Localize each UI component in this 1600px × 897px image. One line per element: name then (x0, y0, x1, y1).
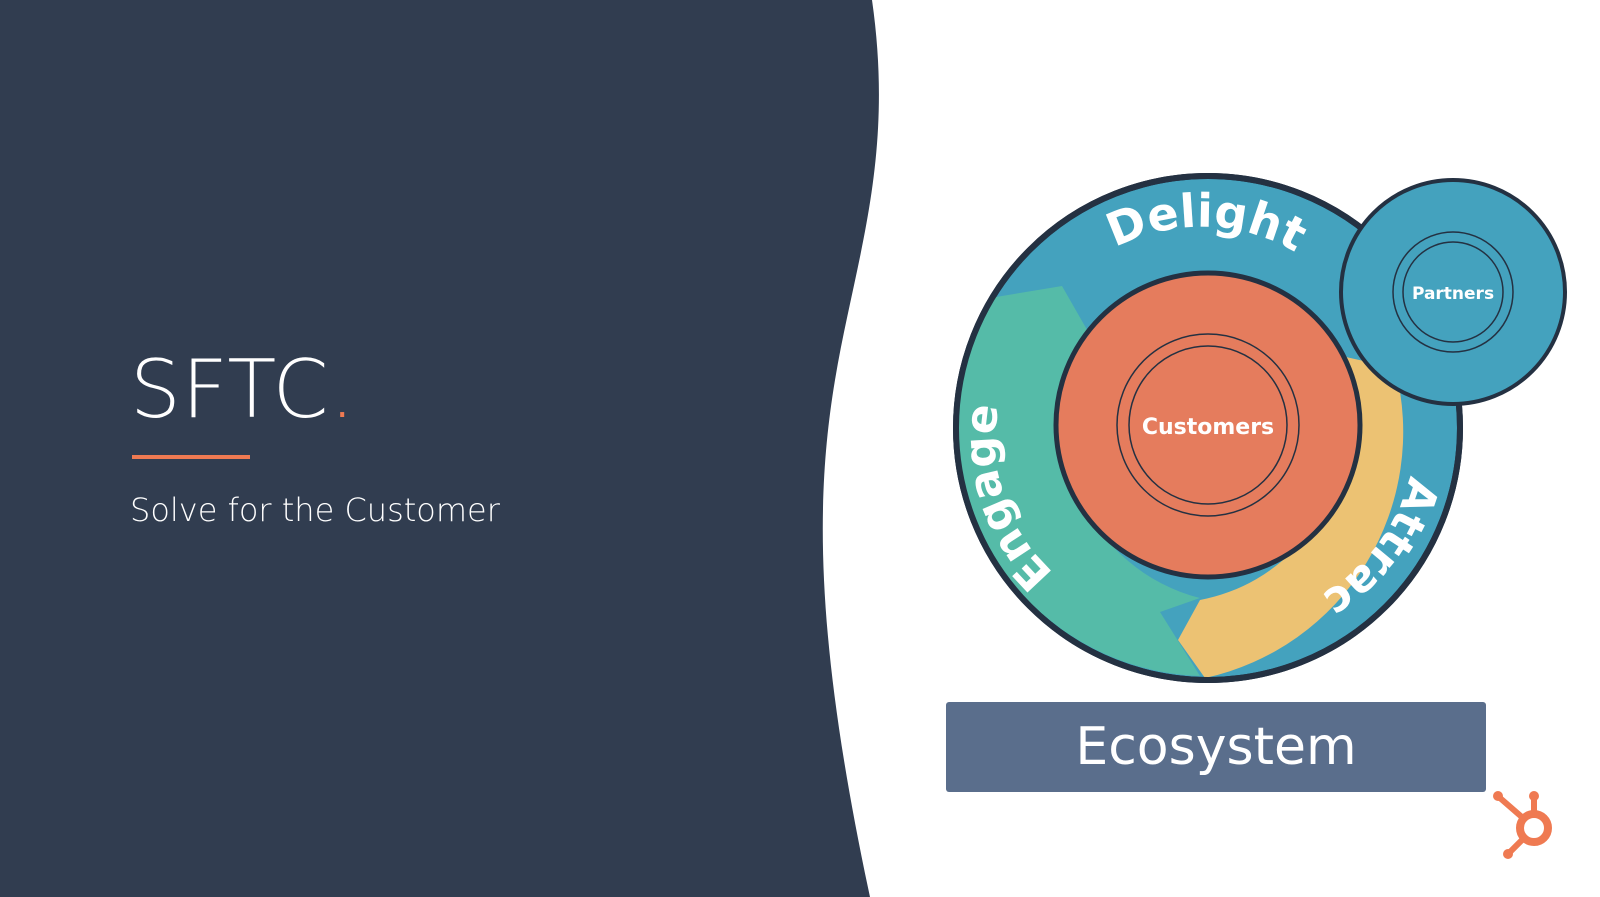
slide-subtitle: Solve for the Customer (130, 491, 500, 529)
partners-label: Partners (1412, 284, 1494, 304)
customers-ring-inner (1128, 345, 1288, 505)
flywheel-ring-outline (953, 173, 1463, 683)
customers-circle (1053, 270, 1363, 580)
ecosystem-label: Ecosystem (1075, 717, 1357, 777)
partners-circle (1339, 178, 1567, 406)
hubspot-sprocket-icon (1493, 791, 1552, 859)
engage-segment (956, 286, 1200, 676)
slide-title: SFTC. (130, 343, 356, 436)
customers-ring-outer (1116, 333, 1300, 517)
ecosystem-bar: Ecosystem (946, 702, 1486, 792)
title-underline (132, 455, 250, 459)
customers-label: Customers (1142, 415, 1274, 440)
partners-ring-inner (1402, 241, 1504, 343)
title-accent-dot: . (329, 343, 356, 436)
partners-ring-outer (1392, 231, 1514, 353)
